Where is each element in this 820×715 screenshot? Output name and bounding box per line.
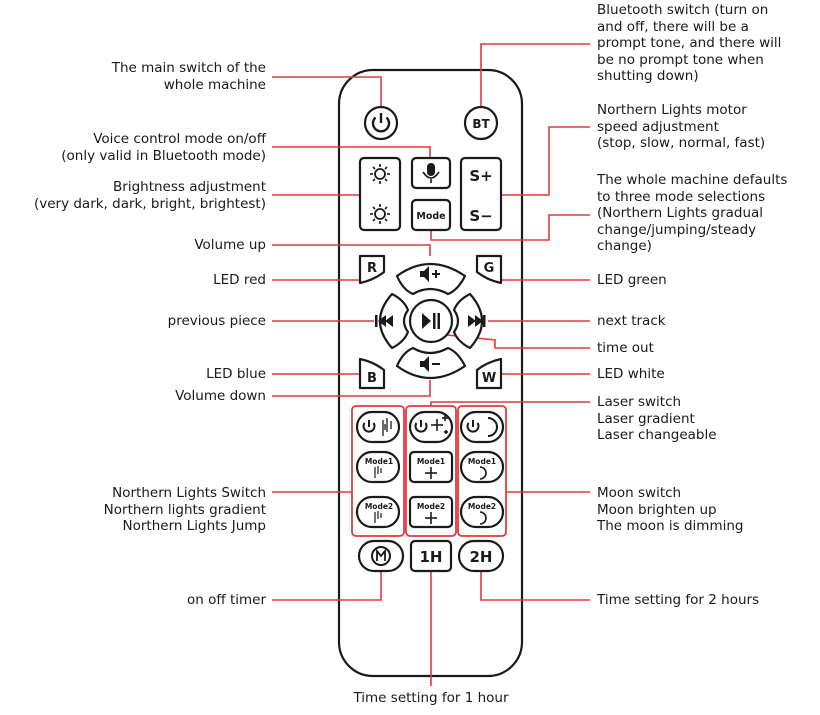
- timer-2h-label: 2H: [470, 548, 493, 566]
- speed-up-label: S+: [469, 167, 492, 185]
- label-moon: Moon switch Moon brighten up The moon is…: [597, 485, 744, 534]
- aurora-mode1-button[interactable]: Mode1: [355, 450, 401, 484]
- label-next-track: next track: [597, 313, 666, 329]
- next-track-icon: [468, 315, 486, 327]
- voice-control-button[interactable]: [410, 156, 452, 190]
- play-pause-button[interactable]: [408, 298, 454, 344]
- label-laser: Laser switch Laser gradient Laser change…: [597, 394, 717, 443]
- moon-icon: [479, 466, 487, 480]
- label-brightness: Brightness adjustment (very dark, dark, …: [33, 179, 266, 212]
- aurora-group-outline: [351, 405, 405, 537]
- speed-down-label: S−: [469, 207, 492, 225]
- moon-icon: [487, 417, 498, 437]
- moon-mode1-button[interactable]: Mode1: [459, 450, 505, 484]
- led-green-label: G: [484, 261, 495, 276]
- power-icon: [466, 420, 480, 433]
- label-volume-down: Volume down: [175, 388, 266, 404]
- power-button[interactable]: [363, 105, 399, 141]
- aurora-switch-button[interactable]: [355, 410, 401, 444]
- volume-up-button[interactable]: [395, 263, 467, 296]
- led-white-button[interactable]: W: [475, 357, 503, 390]
- brightness-up-button[interactable]: [370, 164, 390, 184]
- label-time-1h: Time setting for 1 hour: [353, 690, 509, 706]
- mode-button-label: Mode: [416, 211, 445, 222]
- label-previous-piece: previous piece: [167, 313, 266, 329]
- brightness-icon: [370, 204, 390, 224]
- aurora-icon: [382, 418, 392, 436]
- label-on-off-timer: on off timer: [186, 592, 266, 608]
- laser-mode2-label: Mode2: [417, 502, 445, 511]
- timer-1h-label: 1H: [420, 548, 443, 566]
- aurora-mode2-button[interactable]: Mode2: [355, 495, 401, 529]
- label-led-blue: LED blue: [206, 366, 266, 382]
- volume-up-icon: [420, 266, 440, 282]
- moon-icon: [479, 511, 487, 525]
- next-button[interactable]: [452, 292, 486, 350]
- label-time-2h: Time setting for 2 hours: [597, 592, 760, 608]
- mode-button[interactable]: Mode: [410, 198, 452, 232]
- aurora-icon: [374, 511, 382, 523]
- previous-button[interactable]: [375, 292, 410, 350]
- speed-up-button[interactable]: S+: [469, 167, 492, 185]
- on-off-timer-button[interactable]: [357, 539, 405, 573]
- aurora-mode1-label: Mode1: [365, 457, 393, 466]
- led-white-label: W: [482, 371, 496, 386]
- brightness-panel: [358, 156, 402, 232]
- laser-mode1-label: Mode1: [417, 457, 445, 466]
- moon-mode1-label: Mode1: [468, 457, 496, 466]
- led-blue-label: B: [367, 371, 377, 386]
- label-northern-lights: Northern Lights Switch Northern lights g…: [103, 485, 266, 534]
- power-icon: [362, 420, 376, 433]
- moon-mode2-button[interactable]: Mode2: [459, 495, 505, 529]
- timer-icon: [371, 546, 391, 566]
- callout-lines: [272, 43, 590, 686]
- label-motor-speed: Northern Lights motor speed adjustment (…: [597, 102, 766, 151]
- power-icon: [371, 113, 391, 133]
- moon-switch-button[interactable]: [459, 410, 505, 444]
- label-main-switch: The main switch of the whole machine: [111, 60, 266, 93]
- aurora-icon: [374, 466, 382, 478]
- moon-group-outline: [457, 405, 507, 537]
- brightness-down-button[interactable]: [370, 204, 390, 224]
- label-led-green: LED green: [597, 272, 667, 288]
- label-led-white: LED white: [597, 366, 665, 382]
- laser-icon: [425, 512, 437, 524]
- microphone-icon: [422, 163, 440, 183]
- moon-mode2-label: Mode2: [468, 502, 496, 511]
- label-bluetooth-switch: Bluetooth switch (turn on and off, there…: [597, 2, 782, 84]
- speed-down-button[interactable]: S−: [469, 207, 492, 225]
- label-mode-selection: The whole machine defaults to three mode…: [597, 172, 788, 254]
- laser-mode1-button[interactable]: Mode1: [408, 450, 454, 484]
- timer-1h-button[interactable]: 1H: [409, 539, 453, 573]
- led-red-label: R: [367, 261, 377, 276]
- power-icon: [414, 420, 428, 433]
- led-red-button[interactable]: R: [358, 254, 386, 285]
- timer-2h-button[interactable]: 2H: [457, 539, 505, 573]
- laser-switch-button[interactable]: [408, 410, 454, 444]
- laser-icon: [431, 415, 448, 434]
- label-volume-up: Volume up: [194, 237, 266, 253]
- volume-down-icon: [420, 356, 440, 372]
- bluetooth-button-label: BT: [472, 117, 490, 131]
- led-green-button[interactable]: G: [475, 254, 503, 285]
- bluetooth-button[interactable]: BT: [463, 105, 499, 141]
- volume-down-button[interactable]: [395, 346, 467, 379]
- led-blue-button[interactable]: B: [358, 357, 386, 390]
- label-time-out: time out: [597, 340, 654, 356]
- label-led-red: LED red: [213, 272, 266, 288]
- aurora-mode2-label: Mode2: [365, 502, 393, 511]
- play-pause-icon: [422, 313, 440, 329]
- laser-mode2-button[interactable]: Mode2: [408, 495, 454, 529]
- brightness-icon: [370, 164, 390, 184]
- previous-track-icon: [375, 315, 393, 327]
- label-voice-control: Voice control mode on/off (only valid in…: [61, 131, 266, 164]
- speed-panel: [459, 156, 503, 232]
- laser-icon: [425, 467, 437, 479]
